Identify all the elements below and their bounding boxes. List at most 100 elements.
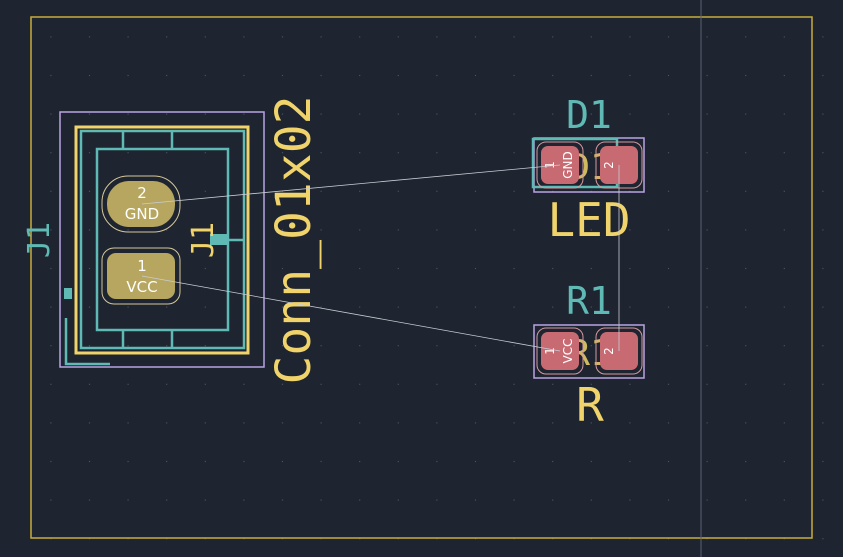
grid-dot [127, 383, 129, 385]
grid-dot [281, 229, 284, 231]
grid-dot [706, 229, 708, 231]
grid-dot [745, 422, 747, 424]
grid-dot [88, 36, 91, 38]
grid-dot [629, 74, 631, 77]
grid-dot [50, 306, 52, 308]
grid-dot [783, 422, 785, 424]
grid-dot [822, 499, 824, 501]
grid-dot [88, 422, 91, 424]
grid-dot [204, 460, 206, 463]
grid-dot [436, 306, 438, 308]
grid-dot [320, 113, 322, 115]
j1-reference-fab: J1 [186, 222, 221, 258]
footprint-d1[interactable]: D1 D1 1 GND 2 LED [531, 93, 645, 247]
grid-dot [88, 190, 91, 192]
grid-dot [359, 190, 361, 192]
grid-dot [397, 113, 399, 115]
grid-dot [629, 36, 631, 38]
grid-dot [667, 229, 670, 231]
grid-dot [204, 306, 206, 308]
grid-dot [127, 499, 129, 501]
grid-dot [436, 36, 438, 38]
grid-dot [706, 383, 708, 385]
grid-dot [127, 152, 129, 154]
grid-dot [783, 74, 785, 77]
r1-reference: R1 [566, 279, 612, 323]
grid-dot [88, 499, 91, 501]
grid-dot [436, 152, 438, 154]
grid-dot [359, 306, 361, 308]
r1-pad-2-number: 2 [602, 347, 616, 355]
grid-dot [397, 267, 399, 270]
r1-value: R [576, 378, 604, 432]
grid-dot [513, 229, 515, 231]
grid-dot [513, 306, 515, 308]
grid-dot [552, 36, 554, 38]
footprint-j1[interactable]: 2 GND 1 VCC J1 J1 Conn_01x02 [22, 96, 322, 385]
grid-dot [359, 152, 361, 154]
grid-dot [474, 190, 477, 192]
grid-dot [359, 267, 361, 270]
grid-dot [590, 306, 592, 308]
grid-dot [590, 229, 592, 231]
grid-dot [397, 460, 399, 463]
grid-dot [590, 267, 592, 270]
grid-dot [745, 113, 747, 115]
grid-dot [243, 74, 245, 77]
grid-dot [397, 74, 399, 77]
r1-courtyard [533, 324, 645, 379]
grid-dot [706, 422, 708, 424]
grid-dot [667, 345, 670, 347]
grid-dot [436, 383, 438, 385]
grid-dot [783, 383, 785, 385]
grid-dot [166, 345, 168, 347]
grid-dot [629, 499, 631, 501]
grid-dot [50, 74, 52, 77]
grid-dot [204, 36, 206, 38]
grid-dot [667, 113, 670, 115]
j1-silk-outline [74, 125, 250, 355]
grid-dot [706, 74, 708, 77]
grid-dot [436, 267, 438, 270]
grid-dot [243, 460, 245, 463]
grid-dot [88, 229, 91, 231]
grid-dot [513, 113, 515, 115]
grid-dot [88, 345, 91, 347]
grid-dot [822, 113, 824, 115]
grid-dot [590, 113, 592, 115]
grid-dot [320, 190, 322, 192]
grid-dot [590, 345, 592, 347]
grid-dot [127, 113, 129, 115]
j1-pad-2[interactable]: 2 GND [101, 175, 181, 233]
d1-pad-1-net: GND [561, 151, 575, 179]
grid-dot [745, 229, 747, 231]
grid-dot [88, 460, 91, 463]
grid-dot [474, 267, 477, 270]
grid-dot [281, 152, 284, 154]
j1-pad-1[interactable]: 1 VCC [101, 247, 181, 305]
grid-dot [88, 383, 91, 385]
grid-dot [822, 383, 824, 385]
grid-dot [745, 190, 747, 192]
grid-dot [474, 229, 477, 231]
grid-dot [783, 36, 785, 38]
grid-dot [127, 229, 129, 231]
j1-corner-marker [64, 318, 110, 366]
grid-dot [783, 152, 785, 154]
grid-dot [783, 229, 785, 231]
grid-dot [513, 383, 515, 385]
grid-dot [706, 113, 708, 115]
grid-dot [320, 499, 322, 501]
grid-dot [474, 74, 477, 77]
grid-dot [474, 345, 477, 347]
grid-dot [667, 499, 670, 501]
grid-dot [436, 460, 438, 463]
footprint-r1[interactable]: R1 R1 1 VCC 2 R [533, 279, 645, 432]
grid-dot [166, 383, 168, 385]
grid-dot [166, 422, 168, 424]
grid-dot [88, 113, 91, 115]
grid-dot [281, 190, 284, 192]
grid-dot [88, 267, 91, 270]
grid-dot [127, 36, 129, 38]
